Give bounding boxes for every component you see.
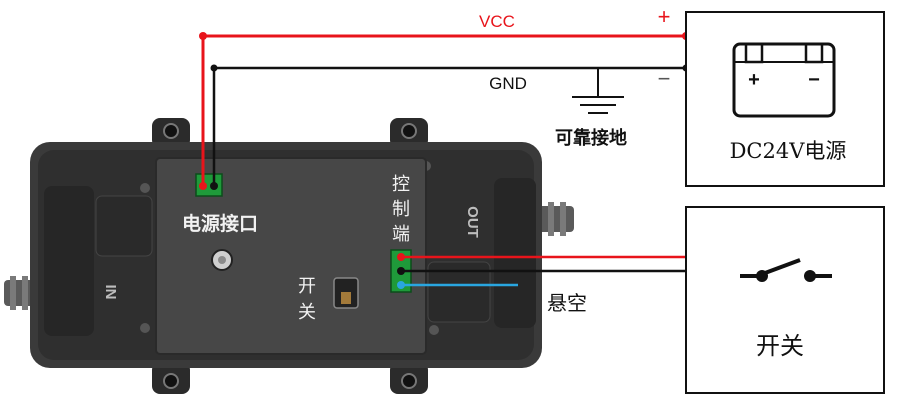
device-switch-label-char-1: 开 [298, 276, 316, 297]
ground-label: 可靠接地 [555, 127, 627, 149]
gnd-minus-sign: − [658, 66, 671, 91]
ground-symbol [572, 68, 624, 114]
screw [140, 323, 150, 333]
out-label: OUT [464, 206, 481, 238]
battery-plus-sign: + [748, 69, 760, 91]
vcc-label: VCC [479, 12, 515, 31]
switch-box-label: 开关 [756, 332, 804, 360]
mounting-ear-top-right [390, 118, 428, 148]
vcc-junction-dot [199, 32, 207, 40]
control-device: OUT IN [4, 118, 574, 394]
center-knob [211, 249, 233, 271]
mounting-ear-bottom-right [390, 362, 428, 394]
outlet-hose-connector [538, 202, 574, 236]
power-port-label: 电源接口 [182, 212, 258, 235]
control-label-char-2: 制 [392, 199, 410, 220]
device-switch[interactable] [333, 277, 359, 309]
switch-box: 开关 [685, 206, 885, 394]
screw [429, 325, 439, 335]
mounting-ear-top-left [152, 118, 190, 148]
in-label: IN [102, 285, 119, 300]
vcc-terminal-dot [199, 182, 207, 190]
control-terminal-dot [397, 253, 405, 261]
inlet-hose-connector [4, 276, 38, 310]
battery-icon: + − [732, 42, 836, 118]
battery-minus-sign: − [808, 69, 820, 91]
control-label-char-1: 控 [392, 174, 410, 195]
control-label-char-3: 端 [392, 224, 410, 245]
floating-label: 悬空 [547, 291, 587, 315]
mounting-ear-bottom-left [152, 362, 190, 394]
vcc-plus-sign: + [658, 4, 671, 29]
device-switch-label-char-2: 关 [298, 302, 316, 323]
gnd-junction-dot [210, 64, 218, 72]
power-supply-label: DC24V电源 [730, 139, 847, 163]
screw [140, 183, 150, 193]
control-terminal-dot [397, 281, 405, 289]
gnd-terminal-dot [210, 182, 218, 190]
power-supply-box: + − DC24V电源 [685, 11, 885, 187]
switch-symbol-icon [740, 258, 832, 282]
control-terminal-dot [397, 267, 405, 275]
gnd-label: GND [489, 74, 527, 93]
